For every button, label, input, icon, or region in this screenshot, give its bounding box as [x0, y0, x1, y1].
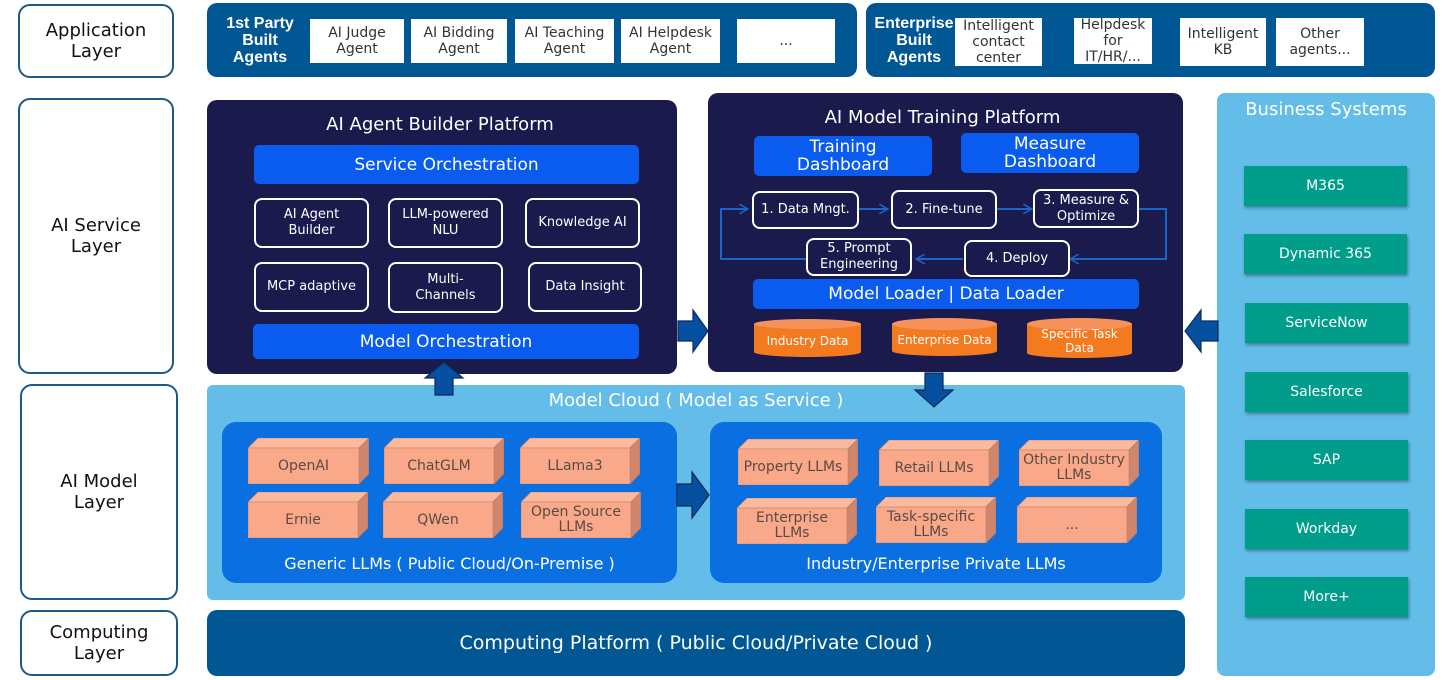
module-multi-channels[interactable]: Multi- Channels [388, 262, 503, 313]
business-system-salesforce[interactable]: Salesforce [1245, 372, 1408, 412]
cube-shape [383, 437, 505, 485]
training-dashboard[interactable]: Training Dashboard [754, 136, 932, 176]
llm-name: Property LLMs [743, 458, 843, 475]
cylinder-icon [1027, 318, 1132, 358]
data-source-label: Industry Data [766, 334, 849, 348]
agent-card-ai-helpdesk[interactable]: AI Helpdesk Agent [621, 19, 720, 63]
agent-card-other-agents[interactable]: Other agents... [1276, 18, 1364, 66]
enterprise-agents-bar: Enterprise Built Agents Intelligent cont… [866, 3, 1435, 77]
connector-5-to-1 [720, 209, 806, 260]
module-mcp-adaptive[interactable]: MCP adaptive [254, 262, 369, 312]
agent-builder-platform: AI Agent Builder Platform Service Orches… [207, 100, 677, 374]
cube-shape [519, 437, 641, 485]
layer-label-application: Application Layer [18, 4, 174, 78]
layer-label-computing: Computing Layer [20, 610, 178, 676]
llm-name: Task-specific LLMs [886, 509, 976, 540]
business-system-workday[interactable]: Workday [1245, 509, 1408, 549]
cube-shape [247, 437, 370, 485]
training-platform: AI Model Training Platform Training Dash… [708, 93, 1183, 372]
connector-3-to-4 [1070, 208, 1167, 259]
measure-dashboard[interactable]: Measure Dashboard [961, 133, 1139, 173]
llm-cube-private-0[interactable]: Property LLMs [737, 438, 859, 486]
llm-name: QWen [417, 511, 459, 528]
first-party-agents-bar: 1st Party Built Agents AI Judge Agent AI… [207, 3, 857, 77]
business-system-more[interactable]: More+ [1245, 577, 1408, 617]
llm-cube-private-5[interactable]: ... [1016, 496, 1138, 544]
business-system-dynamic-365[interactable]: Dynamic 365 [1244, 234, 1407, 274]
model-orchestration-bar[interactable]: Model Orchestration [253, 324, 639, 359]
arrow-right-builder-to-training-icon [677, 308, 709, 354]
business-systems-title: Business Systems [1245, 99, 1407, 120]
cube-shape [247, 491, 369, 539]
agent-card-ai-teaching[interactable]: AI Teaching Agent [515, 19, 614, 63]
model-cloud-title: Model Cloud ( Model as Service ) [548, 390, 844, 411]
llm-cube-generic-5[interactable]: Open Source LLMs [520, 491, 642, 539]
step-deploy[interactable]: 4. Deploy [964, 240, 1070, 277]
data-source-label: Enterprise Data [897, 333, 992, 347]
first-party-title: 1st Party Built Agents [226, 15, 294, 66]
data-source-industry: Industry Data [753, 318, 862, 358]
data-source-specific-task: Specific Task Data [1026, 317, 1133, 359]
llm-name: OpenAI [277, 457, 330, 474]
data-source-label: Specific Task Data [1041, 327, 1118, 355]
agent-builder-title: AI Agent Builder Platform [326, 114, 554, 135]
cube-shape [1016, 496, 1138, 544]
llm-name: ChatGLM [407, 457, 471, 474]
llm-name: Enterprise LLMs [755, 510, 829, 541]
agent-card-helpdesk-it-hr[interactable]: Helpdesk for IT/HR/... [1074, 17, 1152, 65]
agent-card-ai-bidding[interactable]: AI Bidding Agent [411, 19, 507, 63]
llm-cube-private-3[interactable]: Enterprise LLMs [736, 497, 858, 545]
data-source-enterprise: Enterprise Data [891, 317, 998, 357]
llm-cube-generic-1[interactable]: ChatGLM [383, 437, 505, 485]
llm-cube-private-4[interactable]: Task-specific LLMs [875, 496, 997, 544]
cube-shape [736, 497, 858, 545]
llm-cube-generic-3[interactable]: Ernie [247, 491, 369, 539]
model-data-loader-bar[interactable]: Model Loader | Data Loader [753, 279, 1139, 309]
llm-cube-private-1[interactable]: Retail LLMs [878, 439, 1000, 487]
training-platform-title: AI Model Training Platform [824, 107, 1061, 128]
step-data-management[interactable]: 1. Data Mngt. [752, 191, 859, 229]
llm-name: Retail LLMs [894, 459, 974, 476]
business-system-m365[interactable]: M365 [1244, 166, 1407, 206]
cube-shape [1018, 439, 1140, 487]
agent-card-ai-judge[interactable]: AI Judge Agent [310, 19, 404, 63]
generic-llms-title: Generic LLMs ( Public Cloud/On-Premise ) [284, 554, 615, 573]
step-fine-tune[interactable]: 2. Fine-tune [891, 190, 997, 229]
cube-shape [382, 491, 504, 539]
step-prompt-engineering[interactable]: 5. Prompt Engineering [806, 238, 912, 276]
cylinder-icon [754, 319, 861, 357]
agent-card-intelligent-contact-center[interactable]: Intelligent contact center [955, 18, 1042, 66]
business-system-servicenow[interactable]: ServiceNow [1245, 303, 1408, 343]
llm-cube-generic-4[interactable]: QWen [382, 491, 504, 539]
arrow-left-business-to-training-icon [1184, 308, 1219, 354]
layer-label-ai-service: AI Service Layer [18, 98, 174, 374]
llm-name: ... [1065, 516, 1079, 533]
module-ai-agent-builder[interactable]: AI Agent Builder [254, 198, 369, 248]
cube-shape [520, 491, 642, 539]
agent-card-intelligent-kb[interactable]: Intelligent KB [1180, 18, 1266, 66]
step-measure-optimize[interactable]: 3. Measure & Optimize [1033, 189, 1139, 228]
computing-platform-bar: Computing Platform ( Public Cloud/Privat… [207, 610, 1185, 676]
agent-card-more[interactable]: ... [737, 19, 835, 63]
business-systems-panel: Business Systems M365 Dynamic 365 Servic… [1217, 93, 1435, 676]
enterprise-title: Enterprise Built Agents [874, 15, 954, 66]
llm-cube-generic-0[interactable]: OpenAI [247, 437, 370, 485]
service-orchestration-bar[interactable]: Service Orchestration [254, 145, 639, 184]
module-knowledge-ai[interactable]: Knowledge AI [525, 198, 640, 248]
layer-label-ai-model: AI Model Layer [20, 384, 178, 600]
private-llms-title: Industry/Enterprise Private LLMs [806, 554, 1066, 573]
module-llm-nlu[interactable]: LLM-powered NLU [388, 198, 503, 248]
llm-cube-generic-2[interactable]: LLama3 [519, 437, 641, 485]
llm-name: Ernie [285, 511, 321, 528]
business-system-sap[interactable]: SAP [1245, 440, 1408, 480]
llm-name: Open Source LLMs [531, 504, 621, 535]
llm-cube-private-2[interactable]: Other Industry LLMs [1018, 439, 1140, 487]
module-data-insight[interactable]: Data Insight [528, 262, 642, 312]
llm-name: LLama3 [547, 457, 603, 474]
cylinder-icon [892, 318, 997, 356]
llm-name: Other Industry LLMs [1023, 452, 1125, 483]
